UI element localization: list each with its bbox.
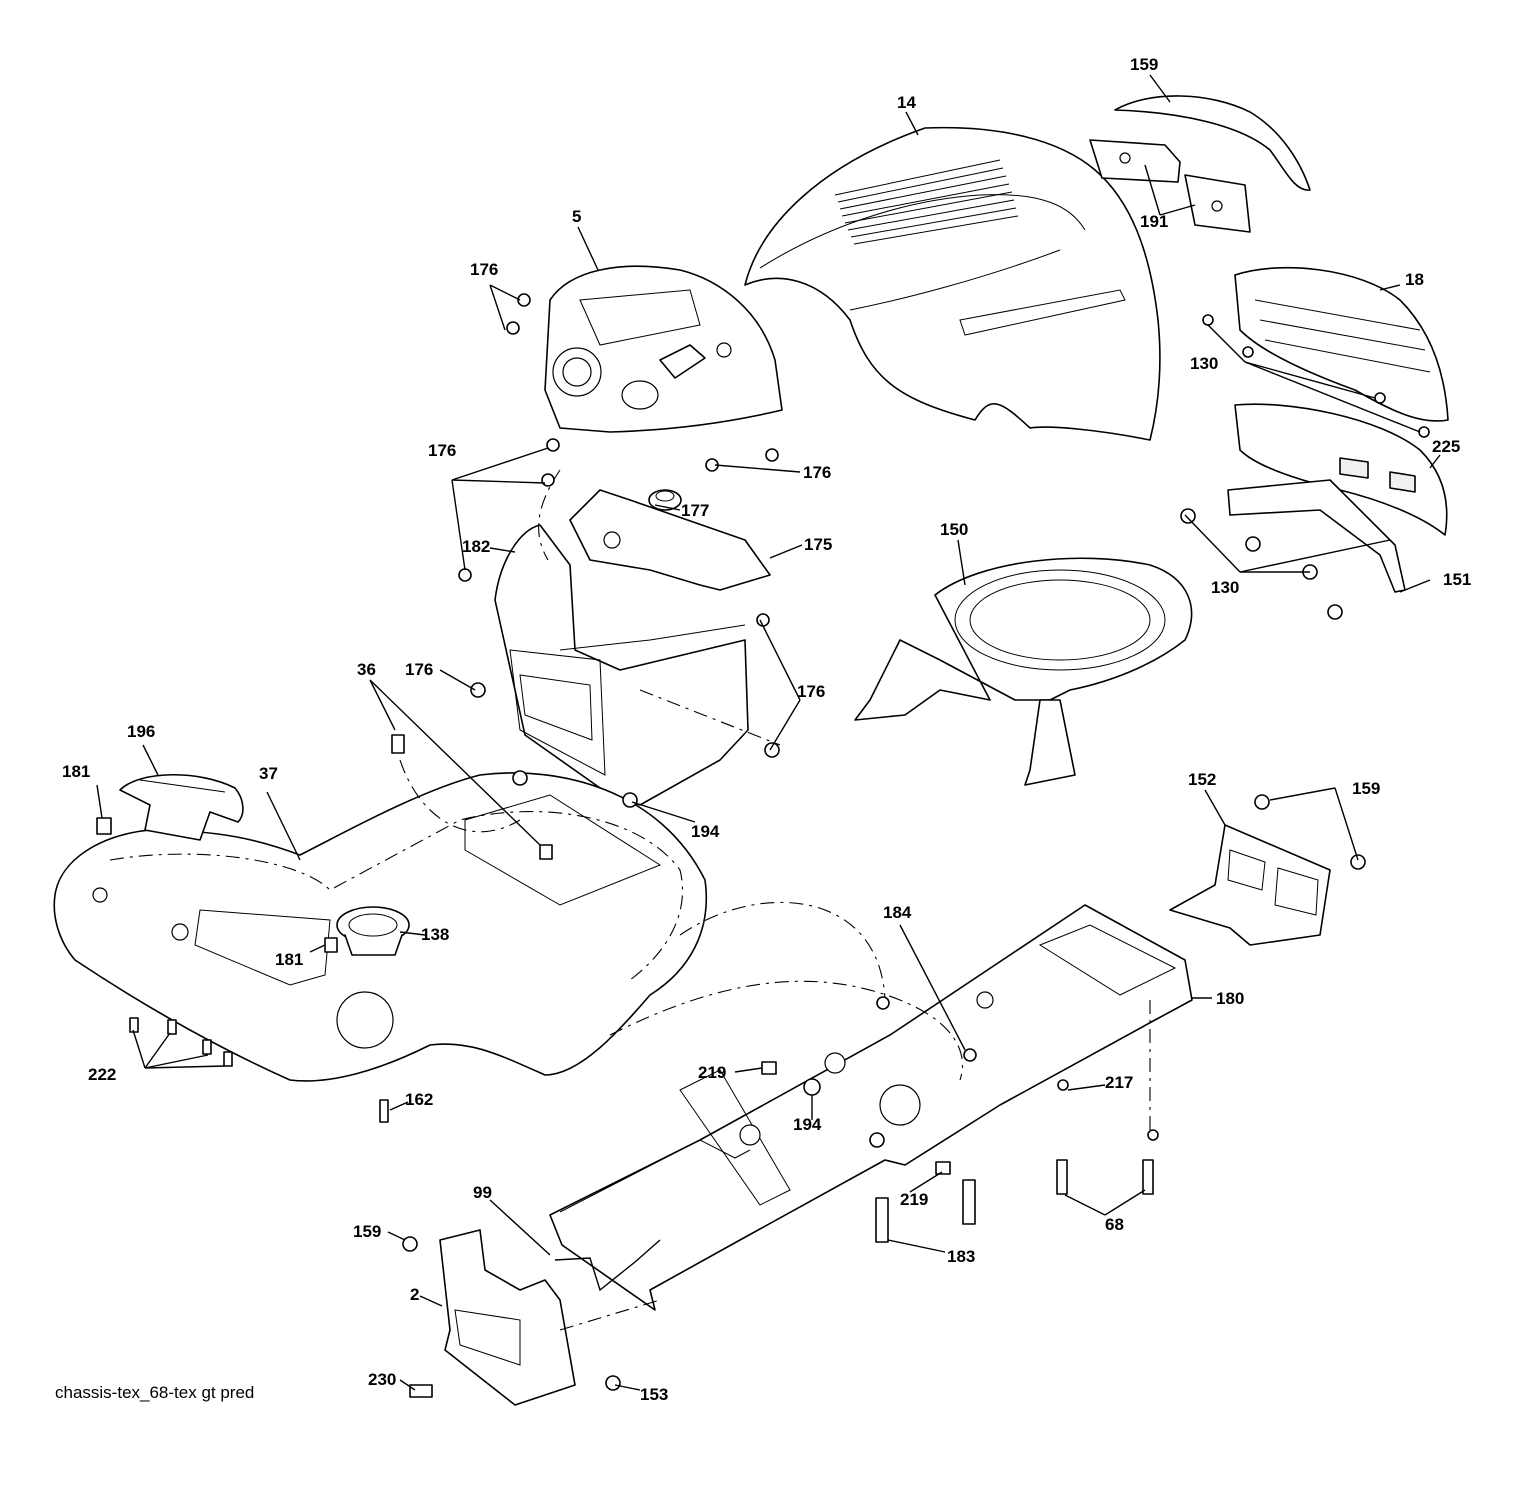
callout-181-a: 181 (62, 762, 90, 781)
callout-5: 5 (572, 207, 581, 226)
callout-219-b: 219 (900, 1190, 928, 1209)
callout-68: 68 (1105, 1215, 1124, 1234)
assembly-lines (399, 469, 1151, 1331)
callout-36: 36 (357, 660, 376, 679)
callout-162: 162 (405, 1090, 433, 1109)
hood-part (744, 126, 1161, 441)
callout-217: 217 (1105, 1073, 1133, 1092)
callout-194-b: 194 (793, 1115, 822, 1134)
callout-150: 150 (940, 520, 968, 539)
dash-support-part (569, 489, 771, 591)
pedal-bracket-part (439, 1229, 576, 1406)
callout-159-b: 159 (353, 1222, 381, 1241)
callout-222: 222 (88, 1065, 116, 1084)
headlight-lens-pair (1089, 139, 1251, 233)
callout-152: 152 (1188, 770, 1216, 789)
dash-lower-housing-part (494, 524, 749, 806)
bumper-upper-part (1234, 266, 1449, 422)
callout-159-c: 153 (640, 1385, 668, 1404)
callout-219-a: 219 (698, 1063, 726, 1082)
fender-support-part (854, 557, 1193, 786)
callout-184: 184 (883, 903, 912, 922)
callout-225: 225 (1432, 437, 1460, 456)
callout-194-a: 194 (691, 822, 720, 841)
callout-181-b: 181 (275, 950, 303, 969)
fasteners (96, 293, 1430, 1398)
callout-18: 18 (1405, 270, 1424, 289)
steering-bushing-part (336, 906, 410, 956)
callout-159-a: 159 (1352, 779, 1380, 798)
callout-labels: 159 14 191 5 176 18 130 225 176 176 177 … (62, 55, 1471, 1404)
callout-191: 191 (1140, 212, 1168, 231)
diagram-caption: chassis-tex_68-tex gt pred (55, 1383, 254, 1402)
callout-177: 177 (681, 501, 709, 520)
callout-180: 180 (1216, 989, 1244, 1008)
dash-panel-part (544, 265, 783, 433)
callout-130-a: 130 (1190, 354, 1218, 373)
callout-182: 182 (462, 537, 490, 556)
callout-176-c: 176 (803, 463, 831, 482)
callout-130-b: 130 (1211, 578, 1239, 597)
seat-plate-part (119, 773, 244, 841)
callout-14: 14 (897, 93, 916, 112)
callout-153: 159 (1130, 55, 1158, 74)
linkage-rod-part (554, 1239, 661, 1292)
callout-2: 2 (410, 1285, 419, 1304)
hood-vents (834, 159, 1019, 245)
callout-99: 99 (473, 1183, 492, 1202)
callout-138: 138 (421, 925, 449, 944)
callout-183: 183 (947, 1247, 975, 1266)
callout-175: 175 (804, 535, 832, 554)
callout-176-a: 176 (470, 260, 498, 279)
callout-230: 230 (368, 1370, 396, 1389)
callout-176-b: 176 (428, 441, 456, 460)
tow-plate-part (1169, 824, 1331, 946)
callout-176-e: 176 (797, 682, 825, 701)
leader-lines (96, 74, 1441, 1391)
callout-151: 151 (1443, 570, 1471, 589)
grille-insert-part (1114, 95, 1311, 191)
callout-176-d: 176 (405, 660, 433, 679)
callout-196: 196 (127, 722, 155, 741)
callout-37: 37 (259, 764, 278, 783)
main-frame-part (549, 904, 1193, 1311)
bumper-bracket-part (1227, 479, 1406, 593)
